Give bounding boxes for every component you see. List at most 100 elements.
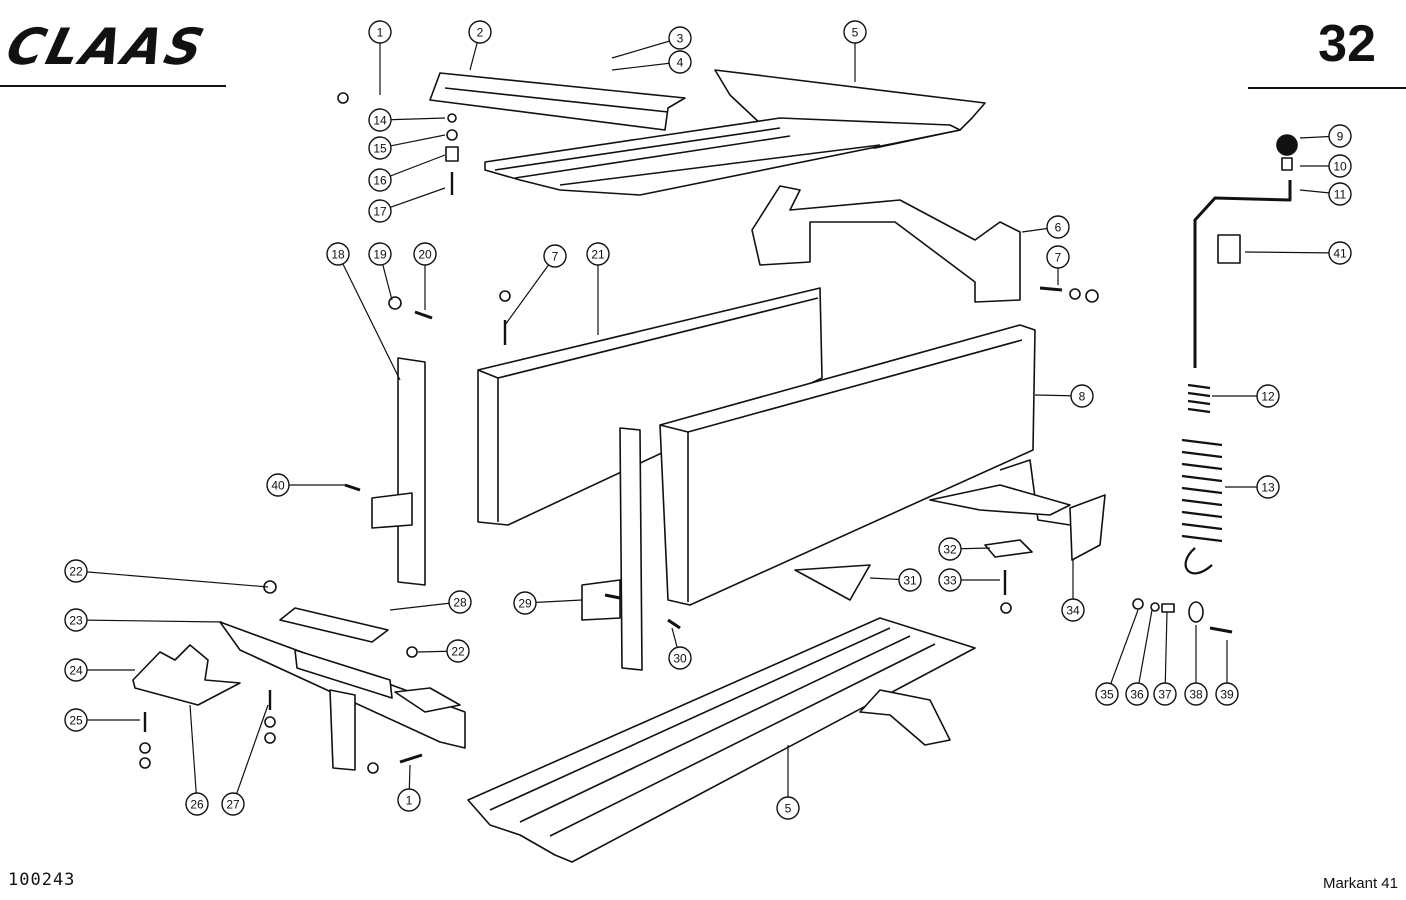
part-callout: 9 — [1328, 124, 1352, 148]
callout-number: 25 — [69, 714, 83, 728]
part-callout: 38 — [1184, 682, 1208, 706]
callout-circle — [368, 168, 392, 192]
callout-circle — [1046, 215, 1070, 239]
callout-number: 5 — [785, 802, 792, 816]
part-callout: 37 — [1153, 682, 1177, 706]
callout-circle — [266, 473, 290, 497]
part-callout: 32 — [938, 537, 962, 561]
part-callout: 41 — [1328, 241, 1352, 265]
callout-circle — [586, 242, 610, 266]
leader-line — [1244, 251, 1341, 254]
callout-circle — [221, 792, 245, 816]
part-callout: 5 — [843, 20, 867, 44]
callout-number: 18 — [331, 248, 345, 262]
callout-number: 32 — [943, 543, 957, 557]
leader-line — [75, 619, 223, 623]
callout-number: 40 — [271, 479, 285, 493]
callout-circle — [326, 242, 350, 266]
callout-circle — [1328, 182, 1352, 206]
part-callout: 11 — [1328, 182, 1352, 206]
callout-circle — [843, 20, 867, 44]
part-step-plate-lower — [467, 617, 976, 863]
part-callout: 25 — [64, 708, 88, 732]
callout-circle — [1184, 682, 1208, 706]
leader-line — [389, 601, 461, 611]
callout-number: 24 — [69, 664, 83, 678]
part-callout: 8 — [1070, 384, 1094, 408]
callout-circle — [413, 242, 437, 266]
callout-circle — [368, 108, 392, 132]
part-callout: 22 — [446, 639, 470, 663]
part-callout: 5 — [776, 796, 800, 820]
callout-circle — [543, 244, 567, 268]
callout-circle — [1256, 384, 1280, 408]
leader-line — [337, 253, 401, 381]
part-callout: 31 — [898, 568, 922, 592]
leader-line — [1164, 611, 1168, 695]
callout-circle — [64, 658, 88, 682]
part-short-spring — [1187, 383, 1211, 414]
part-callout: 1 — [397, 788, 421, 812]
document-number: 100243 — [8, 870, 76, 890]
callout-circle — [1256, 475, 1280, 499]
callout-circle — [1061, 598, 1085, 622]
callout-circle — [1070, 384, 1094, 408]
part-callout: 15 — [368, 136, 392, 160]
callout-number: 39 — [1220, 688, 1234, 702]
part-callout: 16 — [368, 168, 392, 192]
callout-number: 12 — [1261, 390, 1275, 404]
part-drawings — [132, 69, 1298, 863]
part-callout: 19 — [368, 242, 392, 266]
callout-circle — [938, 568, 962, 592]
part-callout: 10 — [1328, 154, 1352, 178]
part-upright-left — [397, 357, 426, 586]
part-callout: 23 — [64, 608, 88, 632]
callout-number: 34 — [1066, 604, 1080, 618]
callout-number: 14 — [373, 114, 387, 128]
callout-number: 5 — [852, 26, 859, 40]
callout-number: 23 — [69, 614, 83, 628]
callout-number: 15 — [373, 142, 387, 156]
callout-number: 27 — [226, 798, 240, 812]
part-bent-bracket — [751, 185, 1021, 303]
part-sleeve — [1217, 234, 1241, 264]
callout-circle — [64, 708, 88, 732]
callout-number: 4 — [677, 56, 684, 70]
part-nut — [337, 92, 349, 104]
callout-circle — [1328, 241, 1352, 265]
callout-number: 22 — [451, 645, 465, 659]
callout-number: 35 — [1100, 688, 1114, 702]
callout-number: 30 — [673, 652, 687, 666]
callout-circle — [368, 242, 392, 266]
leader-line — [504, 255, 556, 326]
callout-circle — [446, 639, 470, 663]
part-side-panel-front — [659, 324, 1036, 606]
part-bracket-34 — [1069, 494, 1106, 561]
leader-line — [1136, 609, 1153, 695]
part-callout: 30 — [668, 646, 692, 670]
part-callout: 13 — [1256, 475, 1280, 499]
part-callout: 21 — [586, 242, 610, 266]
part-callout: 18 — [326, 242, 350, 266]
callout-circle — [368, 199, 392, 223]
leader-line — [611, 37, 681, 59]
callout-number: 41 — [1333, 247, 1347, 261]
part-crank-handle — [1193, 180, 1292, 368]
part-plate-32 — [984, 539, 1033, 558]
leader-line — [1106, 609, 1139, 695]
callout-circle — [938, 537, 962, 561]
part-bracket-24 — [132, 644, 241, 706]
callout-number: 7 — [1055, 251, 1062, 265]
callout-number: 22 — [69, 565, 83, 579]
part-knob — [1276, 134, 1298, 156]
callout-circle — [1328, 154, 1352, 178]
callout-number: 31 — [903, 574, 917, 588]
callout-circle — [1215, 682, 1239, 706]
callout-circle — [776, 796, 800, 820]
part-callout: 34 — [1061, 598, 1085, 622]
leader-line — [75, 570, 269, 588]
part-callout: 7 — [1046, 245, 1070, 269]
callout-number: 2 — [477, 26, 484, 40]
